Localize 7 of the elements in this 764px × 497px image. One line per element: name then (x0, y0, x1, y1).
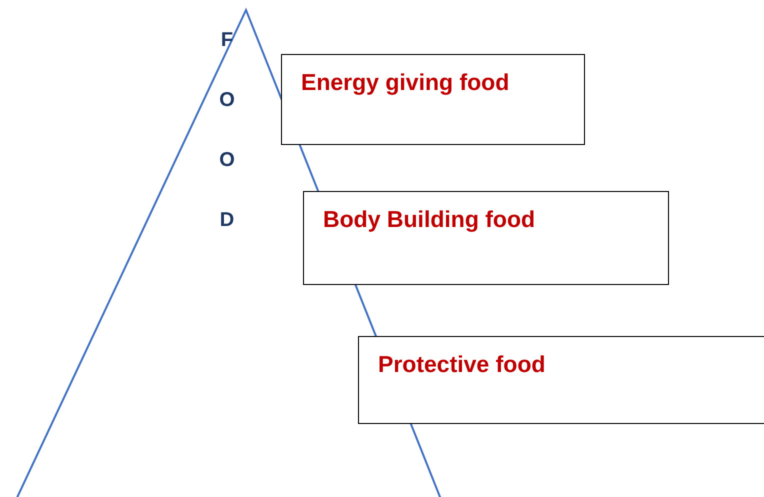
vertical-word: F O O D (218, 28, 236, 233)
category-label: Energy giving food (301, 69, 510, 96)
category-box (358, 336, 764, 424)
category-label: Body Building food (323, 206, 536, 233)
category-box (303, 191, 669, 285)
category-box (281, 54, 585, 145)
category-label: Protective food (378, 351, 546, 378)
